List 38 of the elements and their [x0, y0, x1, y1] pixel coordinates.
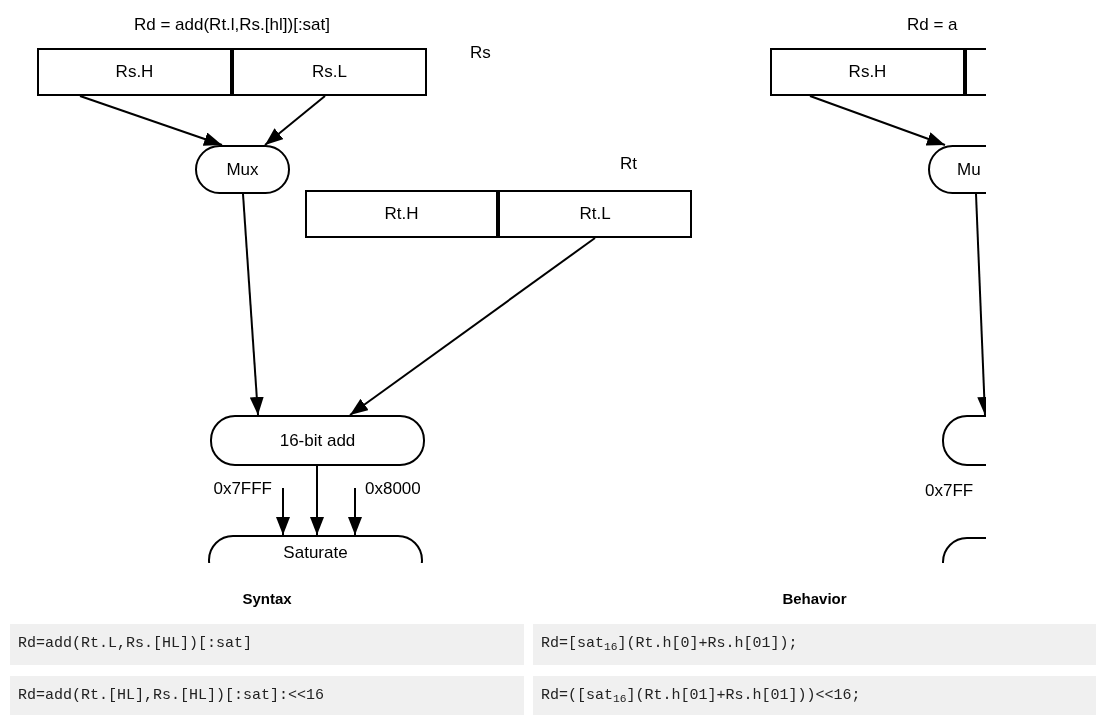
arrow [975, 193, 986, 416]
operation-pill [210, 415, 425, 466]
operation-pill [195, 145, 290, 194]
register-name: Rs [470, 42, 491, 64]
node-label: Rs.H [848, 61, 887, 84]
register-field [232, 48, 427, 96]
constant-label: 0x7FFF [213, 478, 272, 501]
arrow [79, 95, 223, 146]
arrow [264, 95, 326, 146]
register-field [770, 48, 965, 96]
node-label: 16-bit add [279, 429, 356, 452]
formula-title: Rd = add(Rt.l,Rs.[hl])[:sat] [132, 14, 331, 36]
table-cell: Rd=[sat$_{16}$](Rt.h[0]+Rs.h[01]); [533, 624, 1096, 665]
arrow [242, 193, 264, 416]
register-field [37, 48, 232, 96]
arrow [809, 95, 946, 146]
arrow [348, 487, 362, 536]
constant-label: 0x8000 [365, 478, 421, 501]
formula-title: Rd = a [907, 14, 958, 36]
node-label: Saturate [283, 542, 348, 563]
table-cell: Rd=add(Rt.L,Rs.[HL])[:sat] [10, 624, 524, 665]
node-label: Rt.L [579, 203, 611, 226]
node-label: Mu [957, 158, 981, 181]
node-label: Rs.H [115, 61, 154, 84]
table-cell: Rd=([sat$_{16}$](Rt.h[01]+Rs.h[01]))<<16; [533, 676, 1096, 715]
arrow [349, 237, 596, 416]
table-cell: Rd=add(Rt.[HL],Rs.[HL])[:sat]:<<16 [10, 676, 524, 715]
constant-label: 0x7FF [925, 480, 974, 502]
column-header: Syntax [241, 589, 293, 609]
register-name: Rt [620, 153, 637, 175]
column-header: Behavior [781, 589, 848, 609]
node-label: Rt.H [384, 203, 419, 226]
register-field [498, 190, 692, 238]
node-label: Mux [226, 158, 259, 181]
arrow [276, 487, 290, 536]
arrow [310, 465, 324, 536]
node-label: Rs.L [312, 61, 347, 84]
register-field [305, 190, 498, 238]
